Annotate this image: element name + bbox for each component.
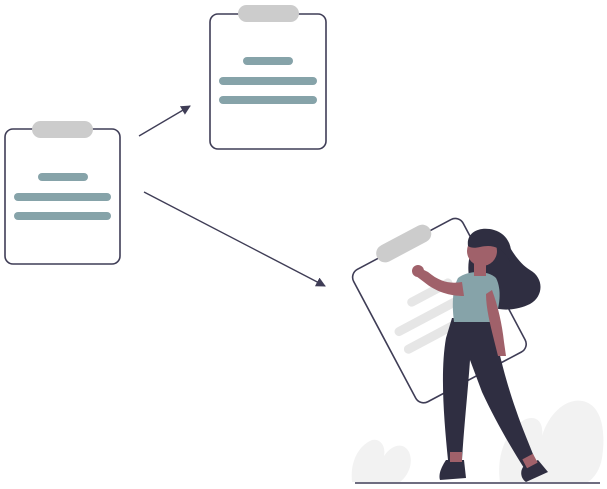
source-clipboard-clip bbox=[32, 121, 93, 138]
arrow-to-person bbox=[143, 191, 326, 287]
target-clipboard-line-short bbox=[243, 57, 293, 65]
person-ankle-right bbox=[522, 453, 538, 469]
target-clipboard-line-long-2 bbox=[219, 96, 317, 104]
source-clipboard-line-long-1 bbox=[14, 193, 111, 201]
target-clipboard bbox=[209, 5, 327, 150]
person-pants bbox=[442, 318, 536, 468]
plant-left-icon bbox=[351, 439, 411, 482]
held-clipboard-clip bbox=[376, 224, 432, 263]
target-clipboard-clip bbox=[238, 5, 299, 22]
source-clipboard-line-long-2 bbox=[14, 212, 111, 220]
person-arm-lower bbox=[486, 290, 506, 356]
person-hand bbox=[412, 265, 424, 277]
target-clipboard-line-long-1 bbox=[219, 77, 317, 85]
arrow-to-top-clipboard bbox=[138, 105, 191, 137]
person bbox=[412, 228, 548, 482]
person-shoe-left bbox=[439, 460, 466, 480]
source-clipboard-line-short bbox=[38, 173, 88, 181]
person-hair-front bbox=[467, 228, 512, 262]
person-arm-raised bbox=[416, 268, 464, 296]
person-ankle-left bbox=[450, 452, 462, 462]
source-clipboard bbox=[4, 121, 121, 265]
foliage bbox=[351, 400, 604, 482]
